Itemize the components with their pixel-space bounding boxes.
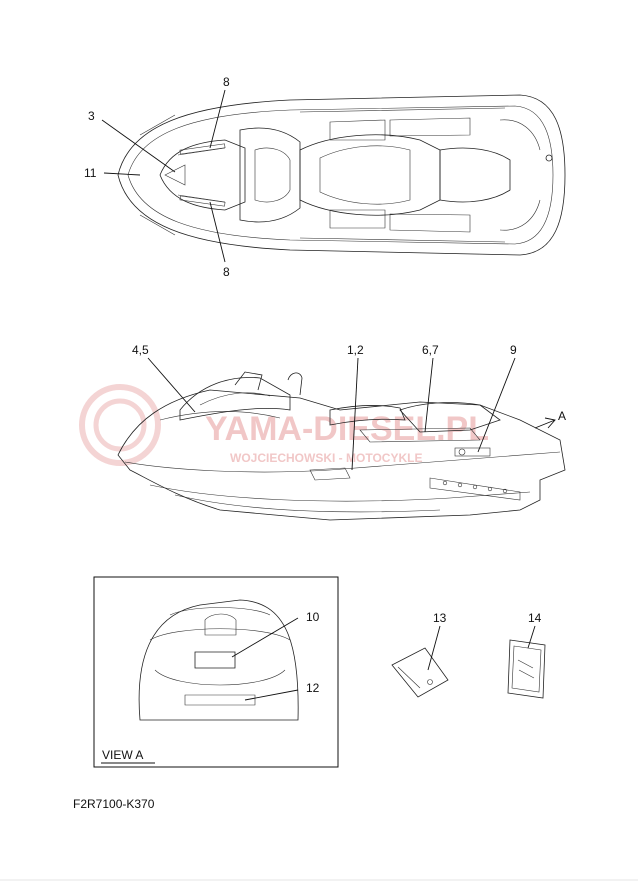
view-a-frame — [93, 576, 339, 768]
callout-11: 11 — [84, 166, 97, 180]
top-view-jetski — [117, 94, 566, 256]
watermark-subtext: WOJCIECHOWSKI - MOTOCYKLE — [230, 451, 422, 465]
callout-8-bottom: 8 — [223, 265, 230, 279]
callout-A: A — [558, 409, 566, 423]
part-code: F2R7100-K370 — [73, 797, 155, 811]
callout-12: 12 — [306, 681, 320, 695]
leader-9 — [477, 357, 516, 453]
callout-3: 3 — [88, 109, 95, 123]
callout-8-top: 8 — [223, 75, 230, 89]
leader-8b — [209, 201, 226, 263]
watermark: YAMA-DIESEL.PL WOJCIECHOWSKI - MOTOCYKLE — [79, 384, 489, 466]
view-a-label: VIEW A — [102, 748, 143, 762]
callout-9: 9 — [510, 343, 517, 357]
watermark-logo-inner — [93, 398, 147, 452]
leader-3 — [101, 119, 176, 173]
leader-1-2 — [351, 357, 359, 471]
leader-11 — [103, 172, 141, 176]
leader-6-7 — [424, 357, 434, 433]
part-14-sticker — [507, 639, 546, 699]
leader-13 — [427, 625, 441, 671]
leader-14 — [527, 625, 536, 649]
leader-8a — [209, 89, 226, 149]
callout-13: 13 — [433, 611, 447, 625]
side-view-jetski — [117, 371, 566, 521]
callout-10: 10 — [306, 610, 320, 624]
callout-6-7: 6,7 — [422, 343, 439, 357]
watermark-logo-ring — [79, 384, 161, 466]
arrow-view-a — [534, 417, 556, 429]
watermark-text: YAMA-DIESEL.PL — [205, 410, 489, 448]
callout-14: 14 — [528, 611, 542, 625]
leader-10 — [231, 617, 299, 658]
part-13-sticker — [391, 647, 449, 698]
leader-4-5 — [147, 357, 196, 413]
view-a-rear-jetski — [138, 599, 299, 721]
callout-1-2: 1,2 — [347, 343, 364, 357]
leader-12 — [244, 689, 299, 701]
callout-4-5: 4,5 — [132, 343, 149, 357]
